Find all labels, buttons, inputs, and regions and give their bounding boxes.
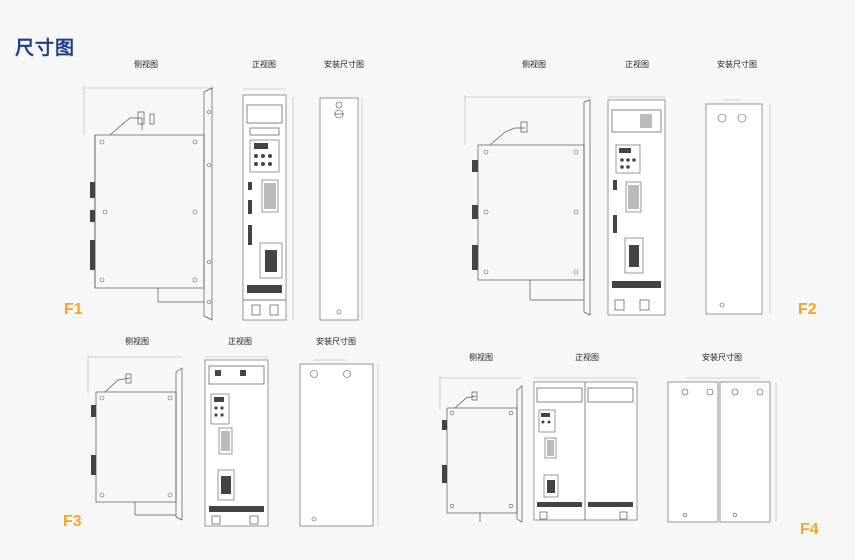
f1-side-view-label: 侧视图 xyxy=(134,60,158,69)
f1-front-view-drawing xyxy=(242,88,294,321)
f3-side-view-drawing xyxy=(87,355,183,521)
f3-front-view-drawing xyxy=(204,356,269,527)
f4-group-label: F4 xyxy=(800,521,819,538)
f3-mount-view-label: 安装尺寸图 xyxy=(316,337,356,346)
f2-mount-view-label: 安装尺寸图 xyxy=(717,60,757,69)
f2-mount-view-drawing xyxy=(705,99,771,315)
f1-group-label: F1 xyxy=(64,301,83,318)
f1-front-view-label: 正视图 xyxy=(252,60,276,69)
f3-group-label: F3 xyxy=(63,513,82,530)
f2-group-label: F2 xyxy=(798,301,817,318)
f4-front-view-drawing xyxy=(533,377,638,521)
f1-side-view-drawing xyxy=(83,85,213,321)
f4-side-view-label: 侧视图 xyxy=(469,353,493,362)
f2-side-view-label: 侧视图 xyxy=(522,60,546,69)
f4-side-view-drawing xyxy=(439,376,523,523)
f3-mount-view-drawing xyxy=(299,359,379,527)
f4-front-view-label: 正视图 xyxy=(575,353,599,362)
f1-mount-view-label: 安装尺寸图 xyxy=(324,60,364,69)
f2-front-view-label: 正视图 xyxy=(625,60,649,69)
f2-side-view-drawing xyxy=(464,95,591,316)
f2-front-view-drawing xyxy=(607,96,666,316)
f3-side-view-label: 侧视图 xyxy=(125,337,149,346)
f4-mount-view-drawing xyxy=(667,377,777,523)
f1-mount-view-drawing xyxy=(319,97,363,321)
f4-mount-view-label: 安装尺寸图 xyxy=(702,353,742,362)
f3-front-view-label: 正视图 xyxy=(228,337,252,346)
page-title: 尺寸图 xyxy=(15,37,76,59)
